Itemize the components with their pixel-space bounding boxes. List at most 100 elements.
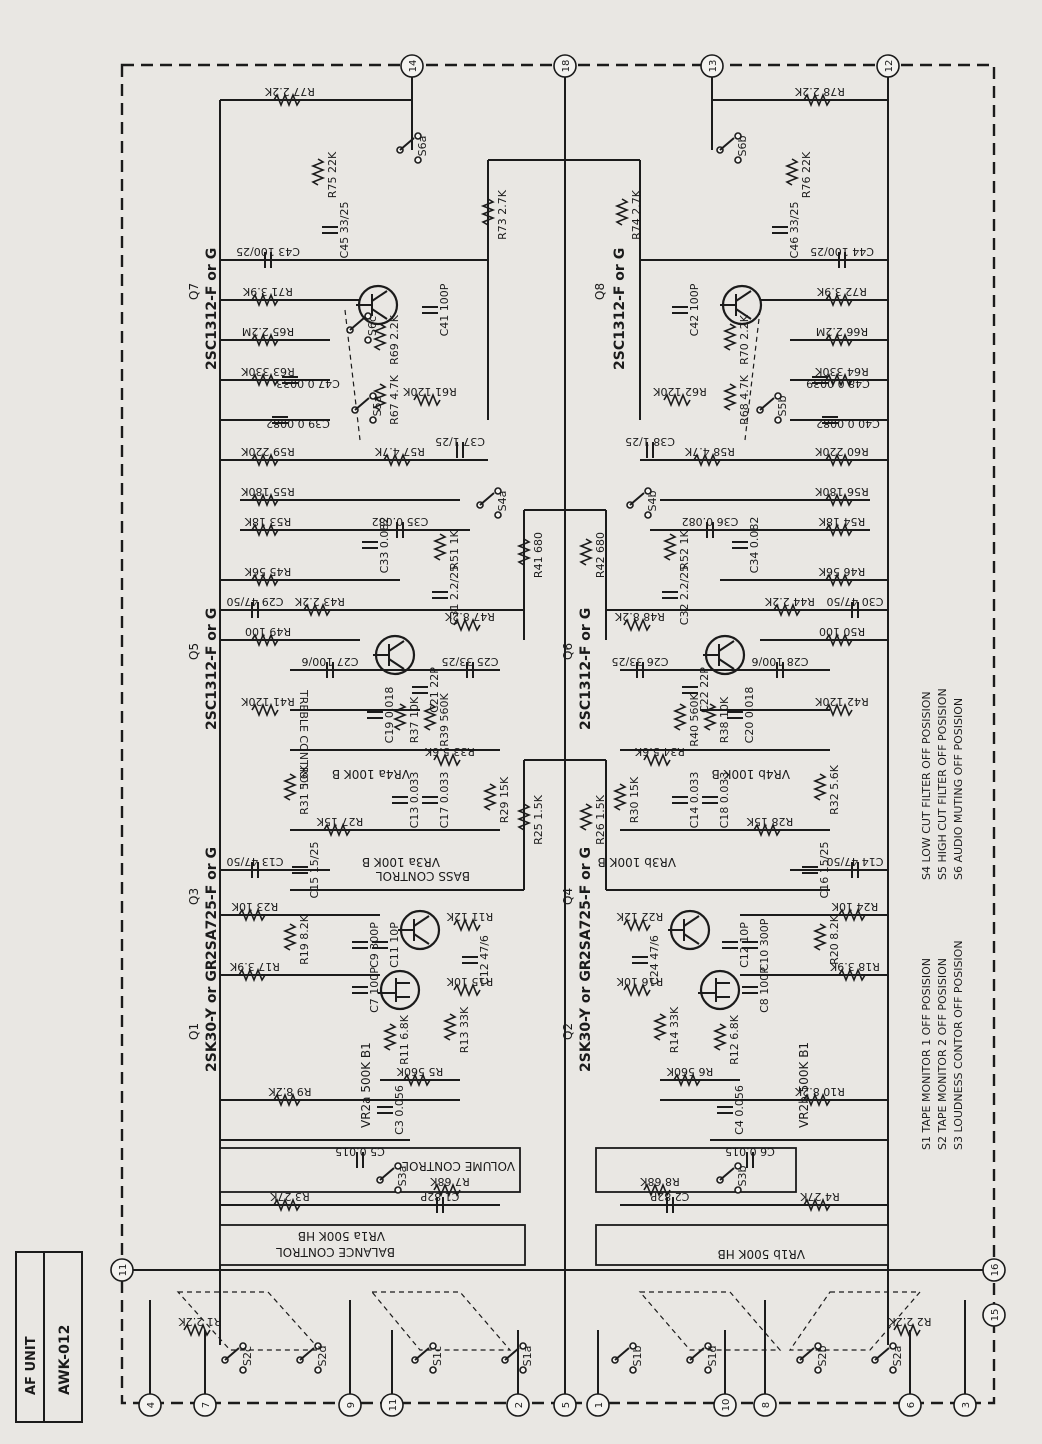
component-left-r13: R13 33K: [444, 1006, 471, 1053]
switch-S6a: S6a: [396, 132, 429, 164]
treble-label: TREBLE CONTROL: [297, 689, 310, 790]
component-right-r30: R30 15K: [614, 776, 641, 823]
component-label: R51 1K: [448, 530, 461, 570]
q3-part: 2SA725-F or G: [204, 847, 220, 960]
component-label: C41 100P: [438, 283, 451, 336]
component-label: C44 100/25: [810, 245, 874, 258]
component-left-r33: R33 5.6K: [424, 745, 475, 766]
component-label: R12 6.8K: [728, 1014, 741, 1065]
component-label: R17 3.9K: [229, 960, 280, 973]
component-right-r42: R42 680: [580, 532, 607, 578]
component-label: R44 2.2K: [764, 595, 815, 608]
component-left-r61: R61 120K: [403, 385, 457, 406]
switch-S2b: S2b: [796, 1342, 829, 1374]
component-label: C17 0.033: [438, 772, 451, 829]
component-right-c34: C34 0.082: [731, 517, 761, 573]
component-left-c31: C31 2.2/25: [431, 565, 461, 625]
vr4b-label: VR4b 100K B: [712, 767, 790, 781]
component-label: R71 3.9K: [242, 285, 293, 298]
component-label: C5 0.015: [335, 1145, 385, 1158]
component-right-c8: C8 100P: [741, 967, 771, 1013]
component-left-c33: C33 0.082: [361, 517, 391, 573]
switch-S1a: S1a: [501, 1342, 534, 1374]
component-left-r69: R69 2.2K: [374, 314, 401, 365]
component-label: C7 100P: [368, 967, 381, 1013]
component-label: R50 100: [819, 625, 865, 638]
component-label: R20 8.2K: [828, 914, 841, 965]
component-label: C2 82P: [650, 1190, 689, 1203]
switch-label: S5b: [776, 396, 789, 417]
component-right-r62: R62 120K: [653, 385, 707, 406]
component-left-r75: R75 22K: [312, 151, 339, 198]
component-label: C14 47/50: [827, 855, 884, 868]
terminal-label: 3: [961, 1402, 972, 1408]
component-label: C43 100/25: [236, 245, 300, 258]
vr2a-label: VR2a 500K B1: [359, 1042, 373, 1128]
component-left-c17: C17 0.033: [421, 772, 451, 829]
component-label: R11 6.8K: [398, 1014, 411, 1065]
component-label: C29 47/50: [227, 595, 284, 608]
component-right-r52: R52 1K: [664, 530, 691, 570]
component-left-c9: C9 300P: [351, 922, 381, 968]
terminal-label: 10: [721, 1399, 732, 1412]
vr4a-label: VR4a 100K B: [332, 767, 410, 781]
component-left-r53: R53 18K: [244, 515, 291, 536]
component-right-c10: C10 300P: [741, 918, 771, 971]
unit-model: AWK-012: [57, 1325, 73, 1395]
component-label: R27 15K: [316, 815, 363, 828]
q7-ref: Q7: [187, 283, 201, 300]
terminal-label: 15: [990, 1309, 1001, 1322]
legend-row-S5: S5 HIGH CUT FILTER OFF POSISION: [936, 688, 949, 880]
component-label: C26 33/25: [612, 655, 669, 668]
component-left-r73: R73 2.7K: [482, 189, 509, 240]
component-label: C16 15/25: [818, 842, 831, 899]
component-label: R49 100: [245, 625, 291, 638]
component-right-r22: R22 12K: [616, 910, 663, 931]
component-right-r44: R44 2.2K: [764, 595, 815, 616]
component-label: R67 4.7K: [388, 374, 401, 425]
vr2b-label: VR2b 500K B1: [797, 1042, 811, 1128]
q8-ref: Q8: [593, 283, 607, 300]
component-left-c5: C5 0.015: [335, 1145, 385, 1169]
component-right-r72: R72 3.9K: [816, 285, 867, 306]
switch-S3b: S3b: [716, 1162, 749, 1194]
component-label: R26 1.5K: [594, 794, 607, 845]
component-right-r20: R20 8.2K: [814, 914, 841, 965]
component-label: C24 47/6: [648, 935, 661, 985]
component-right-c46: C46 33/25: [771, 202, 801, 259]
volume-label: VOLUME CONTROL: [402, 1159, 515, 1173]
terminal-label: 14: [408, 60, 419, 73]
component-label: C12 10P: [738, 922, 751, 968]
q1-ref: Q1: [187, 1023, 201, 1040]
component-label: C21 22P: [428, 667, 441, 713]
component-right-c20: C20 0.018: [726, 687, 756, 743]
terminal-13-2: 13: [700, 54, 724, 78]
q5-part: 2SC1312-F or G: [204, 608, 220, 730]
component-label: C39 0.0082: [266, 417, 330, 430]
terminal-label: 1: [594, 1402, 605, 1408]
component-left-r17: R17 3.9K: [229, 960, 280, 981]
legend-row-S2: S2 TAPE MONITOR 2 OFF POSISION: [936, 958, 949, 1150]
switch-S6b: S6b: [716, 132, 749, 164]
component-left-r77: R77 2.2K: [264, 85, 315, 106]
component-label: R29 15K: [498, 776, 511, 823]
terminal-label: 4: [146, 1402, 157, 1408]
component-label: R9 8.2K: [268, 1085, 312, 1098]
component-label: C46 33/25: [788, 202, 801, 259]
component-left-c35: C35 0.082: [372, 515, 428, 539]
component-left-r37: R37 10K: [394, 696, 421, 743]
component-label: R14 33K: [668, 1006, 681, 1053]
unit-boundary: [120, 63, 996, 1405]
component-right-c14: C14 0.033: [671, 772, 701, 828]
component-label: R70 2.2K: [738, 314, 751, 365]
component-label: R76 22K: [800, 151, 813, 198]
component-left-c15: C15 15/25: [291, 842, 321, 898]
component-right-c2: C2 82P: [650, 1190, 689, 1214]
component-right-r34: R34 5.6K: [634, 745, 685, 766]
component-label: R42 680: [594, 532, 607, 578]
terminal-4-7: 4: [138, 1393, 162, 1417]
component-label: R59 220K: [241, 445, 295, 458]
switch-S4b: S4b: [626, 487, 659, 519]
q6-ref: Q6: [561, 643, 575, 660]
terminal-label: 5: [561, 1402, 572, 1408]
